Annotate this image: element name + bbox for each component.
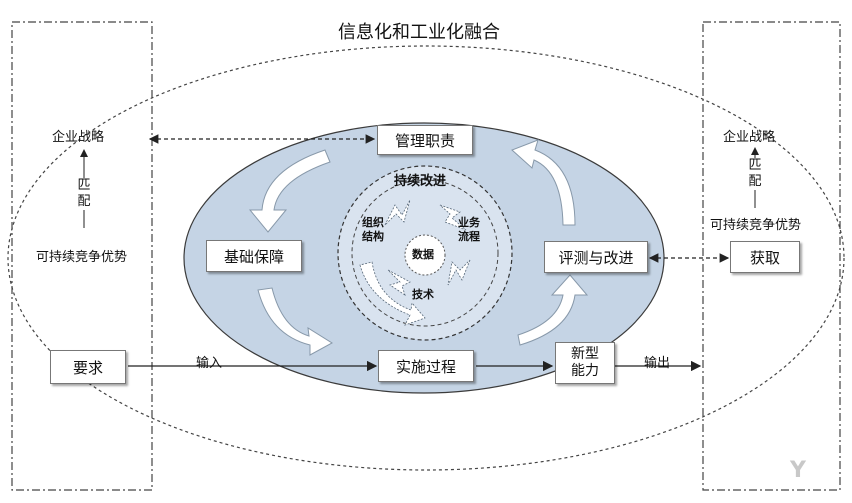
input-label: 输入 — [196, 356, 223, 371]
foundation-box: 基础保障 — [206, 240, 302, 272]
cycle-arrows — [248, 139, 589, 356]
business-process-label: 业务 流程 — [458, 216, 480, 244]
left-panel-border — [11, 21, 153, 491]
left-advantage-label: 可持续竞争优势 — [36, 250, 128, 265]
data-circle — [404, 234, 446, 276]
technology-label: 技术 — [412, 288, 434, 301]
arrow-top-left — [248, 149, 331, 233]
arrow-bottom-left — [257, 287, 333, 356]
new-capability-box: 新型 能力 — [555, 342, 615, 384]
output-label: 输出 — [644, 356, 671, 371]
management-box: 管理职责 — [377, 125, 473, 155]
implementation-box: 实施过程 — [378, 350, 474, 382]
watermark-logo: Y — [790, 458, 806, 483]
org-structure-label: 组织 结构 — [362, 216, 384, 244]
left-match-text: 匹 配 — [76, 178, 92, 210]
new-capability-line-1: 新型 — [571, 346, 599, 362]
business-process-line-1: 业务 — [458, 216, 480, 229]
right-strategy-label: 企业战略 — [723, 130, 776, 145]
outer-ellipse — [7, 45, 845, 471]
right-match-char-1: 匹 — [748, 158, 762, 173]
data-label: 数据 — [412, 248, 434, 261]
right-match-text: 匹 配 — [747, 158, 763, 190]
continuous-improvement-label: 持续改进 — [394, 174, 447, 189]
left-match-char-1: 匹 — [77, 178, 91, 193]
org-structure-line-2: 结构 — [362, 230, 384, 243]
evaluation-box: 评测与改进 — [544, 241, 648, 273]
acquire-box: 获取 — [730, 241, 800, 273]
left-strategy-label: 企业战略 — [52, 130, 105, 145]
business-process-line-2: 流程 — [458, 230, 480, 243]
inner-swirl-arrows — [359, 199, 471, 326]
diagram-title: 信息化和工业化融合 — [338, 22, 500, 43]
right-match-char-2: 配 — [748, 174, 762, 189]
improvement-ring-inner — [351, 179, 499, 327]
new-capability-line-2: 能力 — [571, 363, 599, 379]
org-structure-line-1: 组织 — [362, 216, 384, 229]
arrow-top-right — [511, 139, 576, 226]
arrow-bottom-right — [517, 274, 589, 346]
requirement-box: 要求 — [50, 350, 126, 384]
left-match-char-2: 配 — [77, 194, 91, 209]
right-advantage-label: 可持续竞争优势 — [710, 218, 802, 233]
